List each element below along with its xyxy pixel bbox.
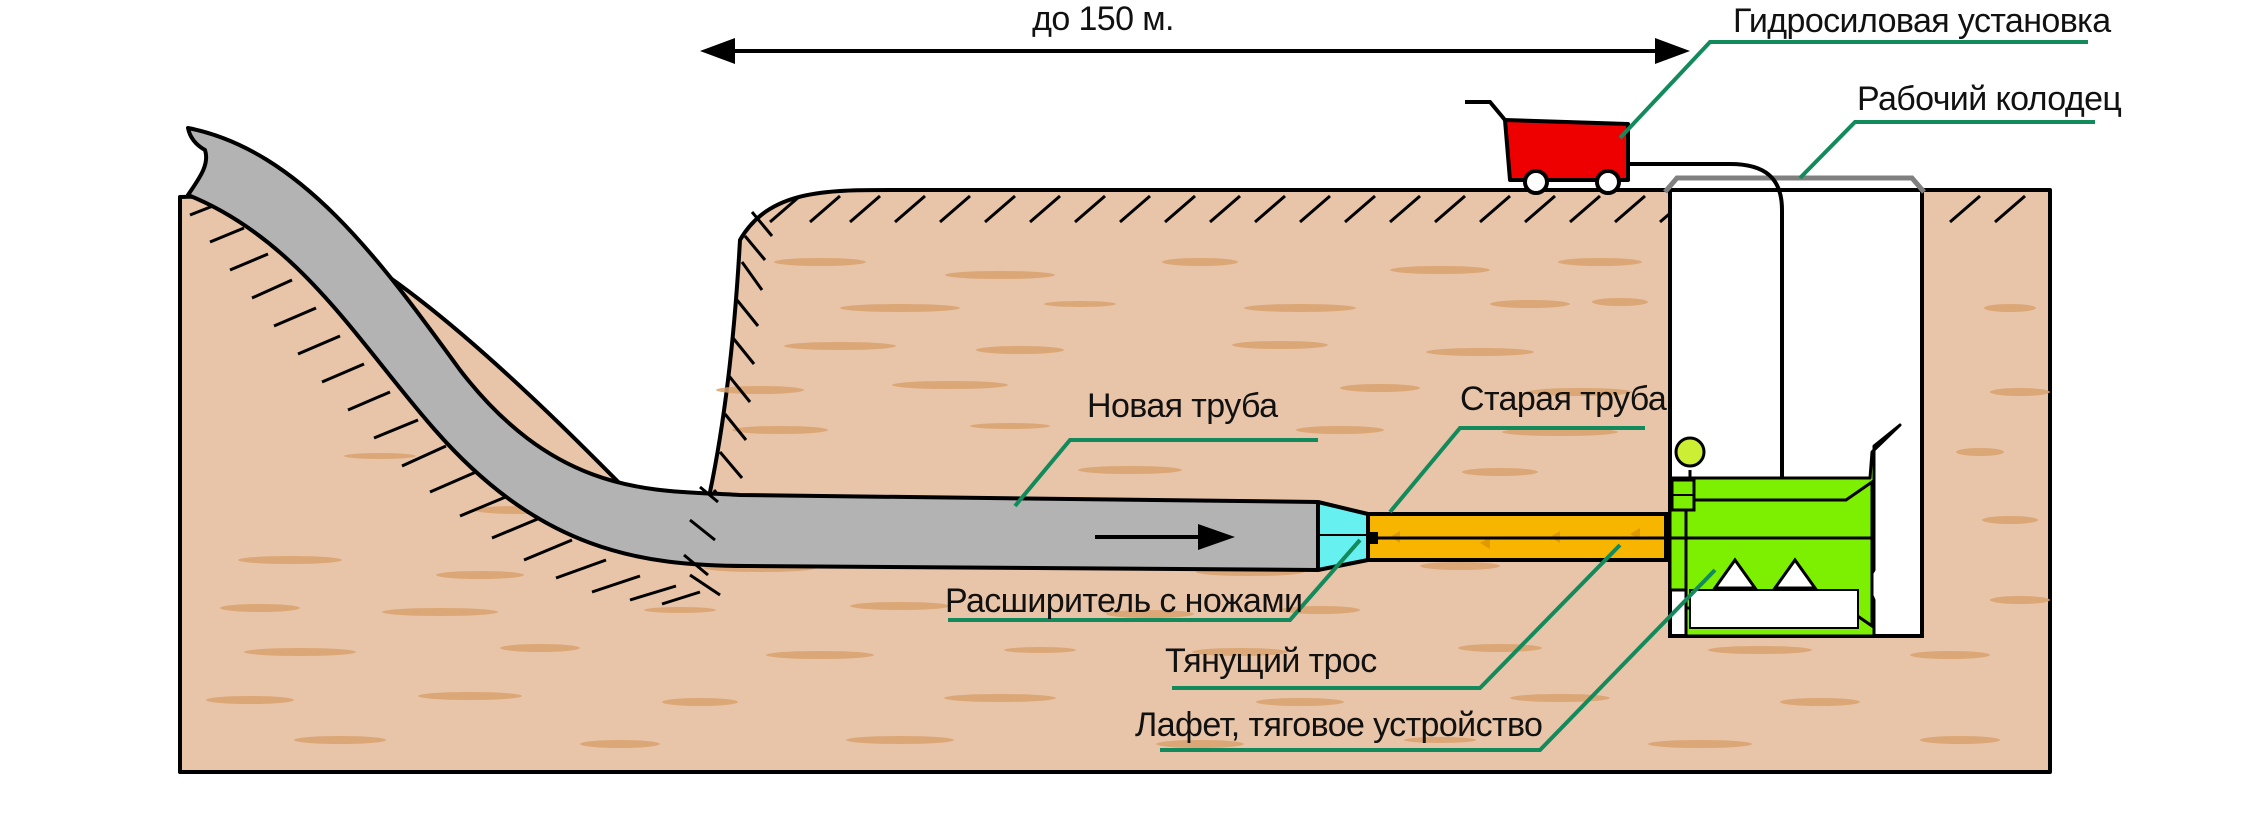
carriage-window: [1689, 589, 1859, 629]
label-new-pipe: Новая труба: [1087, 387, 1278, 425]
cart-wheel-right: [1595, 169, 1621, 195]
flow-arrow: [1095, 524, 1235, 550]
hydraulic-unit: [1465, 100, 1630, 195]
leader-new-pipe: [1013, 438, 1318, 508]
pit-entrance-hatching: [683, 485, 721, 597]
label-hydraulic-unit: Гидросиловая установка: [1733, 2, 2111, 40]
pit-cover: [1663, 175, 1926, 194]
distance-label: до 150 м.: [1032, 0, 1174, 38]
label-work-pit: Рабочий колодец: [1857, 80, 2121, 118]
leader-carriage: [1160, 568, 1717, 752]
distance-arrow: [700, 38, 1690, 64]
cable-clamp: [1370, 532, 1378, 544]
cart-wheel-left: [1523, 169, 1549, 195]
leader-old-pipe: [1388, 426, 1645, 514]
leader-lines: [948, 40, 2095, 752]
label-carriage: Лафет, тяговое устройство: [1135, 706, 1542, 744]
label-pull-cable: Тянущий трос: [1165, 642, 1377, 680]
leader-hydraulic-unit: [1618, 40, 2088, 140]
new-pipe: [186, 126, 1320, 572]
leader-expander: [948, 538, 1362, 622]
carriage-teeth: [1712, 557, 1818, 590]
label-expander: Расширитель с ножами: [945, 582, 1302, 620]
leader-work-pit: [1798, 120, 2095, 180]
leader-pull-cable: [1172, 543, 1622, 690]
label-old-pipe: Старая труба: [1460, 380, 1667, 418]
carriage-lever: [1670, 436, 1706, 512]
